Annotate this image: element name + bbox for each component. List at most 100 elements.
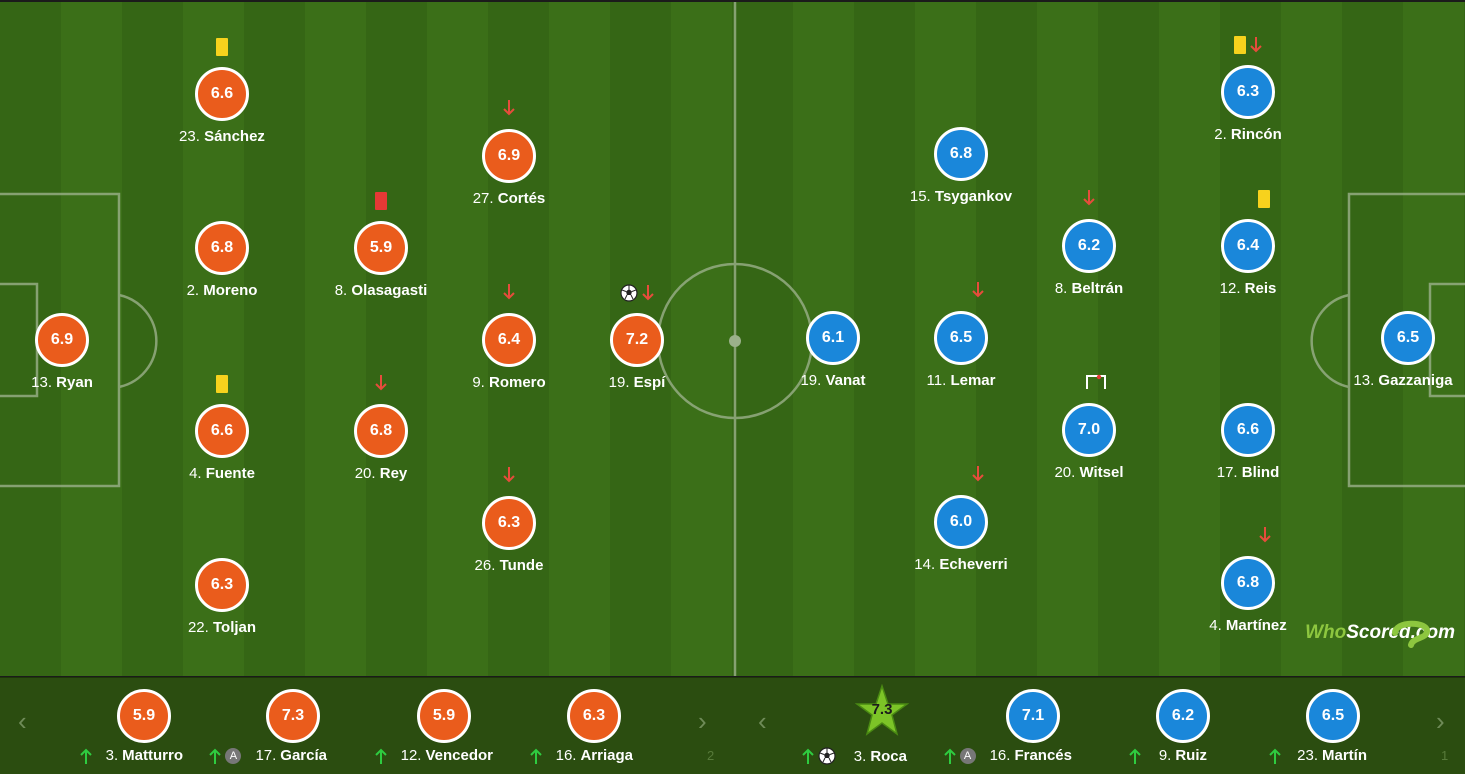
player-events <box>1208 36 1288 54</box>
player-label: 11. Lemar <box>851 372 1071 389</box>
home-bench-prev-arrow-icon[interactable]: ‹ <box>18 706 27 736</box>
logo-who: Who <box>1305 622 1347 643</box>
player-rating[interactable]: 6.4 <box>482 313 536 367</box>
player-rating[interactable]: 6.5 <box>1381 311 1435 365</box>
player-rating[interactable]: 6.3 <box>482 496 536 550</box>
player-label: 13. Gazzaniga <box>1328 372 1465 389</box>
pitch: 6.6 23. Sánchez 6.9 27. Cortés 6.8 2. Mo… <box>0 2 1465 676</box>
player-number: 11. <box>926 372 947 389</box>
player-rating[interactable]: 6.5 <box>934 311 988 365</box>
player-label: 19. Vanat <box>723 372 943 389</box>
goal-ball-icon <box>620 284 638 302</box>
player-label: 9. Romero <box>399 374 619 391</box>
away-bench-prev-arrow-icon[interactable]: ‹ <box>758 706 767 736</box>
player-rating[interactable]: 6.1 <box>806 311 860 365</box>
player-label: 4. Martínez <box>1138 617 1358 634</box>
player-rating[interactable]: 5.9 <box>417 689 471 743</box>
player-name: Moreno <box>203 282 258 299</box>
player-rating[interactable]: 7.2 <box>610 313 664 367</box>
player-label: 3.Matturro <box>0 747 183 764</box>
player-label: 16.Arriaga <box>433 747 633 764</box>
home-bench-next-number: 2 <box>707 748 715 763</box>
player-name: Roca <box>870 747 907 765</box>
player-rating[interactable]: 6.6 <box>1221 403 1275 457</box>
sub-off-icon <box>642 285 654 301</box>
player-rating[interactable]: 6.8 <box>1221 556 1275 610</box>
player-rating[interactable]: 6.8 <box>195 221 249 275</box>
sub-on-icon <box>79 748 92 764</box>
player-events <box>341 375 421 391</box>
sub-off-icon <box>503 284 515 300</box>
sub-off-icon <box>503 467 515 483</box>
goal-frame-icon <box>1085 374 1107 390</box>
player-name: Espí <box>633 374 666 391</box>
player-rating[interactable]: 6.0 <box>934 495 988 549</box>
player-rating[interactable]: 6.2 <box>1156 689 1210 743</box>
player-number: 13. <box>31 374 52 391</box>
player-rating[interactable]: 6.4 <box>1221 219 1275 273</box>
player-rating[interactable]: 7.1 <box>1006 689 1060 743</box>
player-rating[interactable]: 7.0 <box>1062 403 1116 457</box>
player-label: 12. Reis <box>1138 280 1358 297</box>
player-number: 23. <box>179 128 200 145</box>
red-card-icon <box>375 192 387 210</box>
player-number: 23. <box>1297 747 1318 764</box>
yellow-card-icon <box>216 38 228 56</box>
player-number: 22. <box>187 619 209 636</box>
player-label: 8. Beltrán <box>979 280 1199 297</box>
player-label: 23.Martín <box>1167 747 1367 764</box>
player-rating[interactable]: 6.9 <box>35 313 89 367</box>
player-rating[interactable]: 6.5 <box>1306 689 1360 743</box>
player-number: 14. <box>914 556 936 573</box>
player-rating[interactable]: 6.6 <box>195 404 249 458</box>
player-rating[interactable]: 6.6 <box>195 67 249 121</box>
player-rating[interactable]: 6.8 <box>354 404 408 458</box>
player-name: Vanat <box>825 372 866 389</box>
player-events <box>341 192 421 210</box>
man-of-match-star-icon[interactable]: 7.3 <box>854 683 910 738</box>
player-number: 19. <box>800 372 822 389</box>
sub-on-icon <box>529 748 542 764</box>
player-label: 15. Tsygankov <box>851 188 1071 205</box>
sub-off-icon <box>1250 37 1262 53</box>
player-number: 20. <box>1054 464 1076 481</box>
player-rating[interactable]: 6.2 <box>1062 219 1116 273</box>
player-events <box>1049 374 1129 390</box>
home-bench-next-arrow-icon[interactable]: › <box>698 706 707 736</box>
player-number: 17. <box>1216 464 1238 481</box>
player-rating[interactable]: 6.9 <box>482 129 536 183</box>
player-name: Blind <box>1241 464 1280 481</box>
away-bench-next-arrow-icon[interactable]: › <box>1436 706 1445 736</box>
player-number: 13. <box>1353 372 1375 389</box>
sub-on-icon <box>1129 748 1141 764</box>
player-number: 3. <box>105 747 119 764</box>
player-rating[interactable]: 5.9 <box>117 689 171 743</box>
player-name: Sánchez <box>204 128 265 145</box>
player-rating[interactable]: 6.3 <box>1221 65 1275 119</box>
player-number: 17. <box>255 747 277 764</box>
player-events <box>921 282 1001 298</box>
player-rating[interactable]: 6.3 <box>195 558 249 612</box>
player-rating[interactable]: 5.9 <box>354 221 408 275</box>
player-name: Romero <box>489 374 546 391</box>
player-number: 19. <box>608 374 630 391</box>
player-number: 2. <box>1214 126 1227 143</box>
player-rating: 7.3 <box>871 701 893 718</box>
player-number: 15. <box>909 188 931 205</box>
player-name: Toljan <box>212 619 257 636</box>
player-label: A 17.García <box>127 747 327 764</box>
player-label: 4. Fuente <box>112 465 332 482</box>
player-label: 13. Ryan <box>0 374 172 391</box>
player-name: Vencedor <box>425 747 493 764</box>
player-name: Matturro <box>122 747 183 764</box>
player-label: 2. Rincón <box>1138 126 1358 143</box>
sub-off-icon <box>375 375 387 391</box>
player-events <box>921 466 1001 482</box>
player-number: 27. <box>472 190 494 207</box>
player-rating[interactable]: 7.3 <box>266 689 320 743</box>
yellow-card-icon <box>216 375 228 393</box>
player-rating[interactable]: 6.8 <box>934 127 988 181</box>
player-number: 12. <box>400 747 422 764</box>
player-rating[interactable]: 6.3 <box>567 689 621 743</box>
